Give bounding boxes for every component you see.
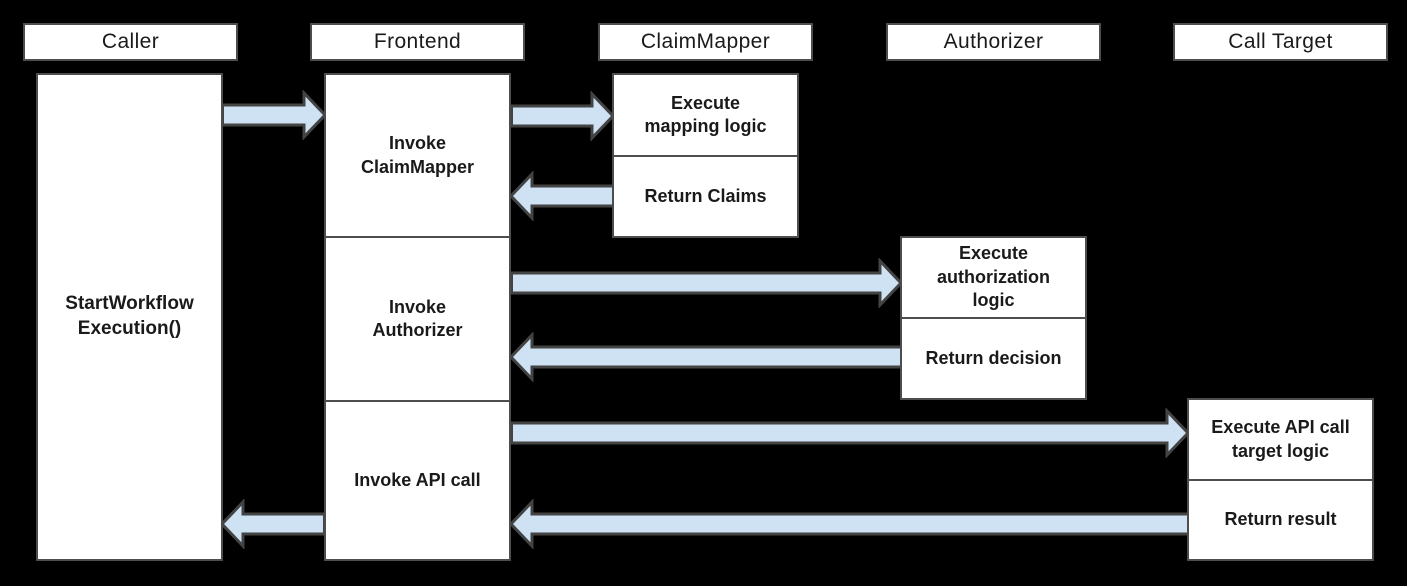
- lifeline-header-frontend: Frontend: [310, 23, 525, 61]
- arrow-calltarget-to-frontend: [509, 499, 1190, 549]
- step-startworkflowexecution: StartWorkflow Execution(): [65, 293, 194, 339]
- activation-caller: StartWorkflow Execution(): [36, 73, 223, 561]
- lifeline-label: Authorizer: [943, 30, 1044, 53]
- step-invoke-api-call: Invoke API call: [326, 400, 509, 559]
- arrow-claimmapper-to-frontend: [509, 171, 615, 221]
- lifeline-header-calltarget: Call Target: [1173, 23, 1388, 61]
- lifeline-label: Caller: [101, 30, 160, 53]
- activation-claimmapper: Execute mapping logic Return Claims: [612, 73, 799, 238]
- activation-frontend: Invoke ClaimMapper Invoke Authorizer Inv…: [324, 73, 511, 561]
- arrow-authorizer-to-frontend: [509, 332, 903, 382]
- step-invoke-claimmapper: Invoke ClaimMapper: [360, 133, 475, 177]
- arrow-frontend-to-calltarget: [510, 408, 1190, 458]
- lifeline-label: Call Target: [1228, 30, 1333, 53]
- arrow-frontend-to-caller: [220, 499, 326, 549]
- lifeline-label: Frontend: [373, 30, 462, 53]
- arrow-caller-to-frontend: [221, 90, 327, 140]
- activation-authorizer: Execute authorization logic Return decis…: [900, 236, 1087, 400]
- step-return-result: Return result: [1189, 479, 1372, 559]
- lifeline-header-claimmapper: ClaimMapper: [598, 23, 813, 61]
- step-execute-authorization-logic: Execute authorization logic: [937, 243, 1050, 311]
- lifeline-header-authorizer: Authorizer: [886, 23, 1101, 61]
- lifeline-header-caller: Caller: [23, 23, 238, 61]
- step-invoke-authorizer: Invoke Authorizer: [326, 236, 509, 400]
- arrow-frontend-to-authorizer: [510, 258, 903, 308]
- step-execute-mapping-logic: Execute mapping logic: [644, 92, 767, 136]
- activation-calltarget: Execute API call target logic Return res…: [1187, 398, 1374, 561]
- arrow-frontend-to-claimmapper: [510, 91, 615, 141]
- step-return-claims: Return Claims: [614, 155, 797, 236]
- step-execute-api-call-target-logic: Execute API call target logic: [1211, 417, 1350, 461]
- lifeline-label: ClaimMapper: [640, 30, 771, 53]
- step-return-decision: Return decision: [902, 317, 1085, 398]
